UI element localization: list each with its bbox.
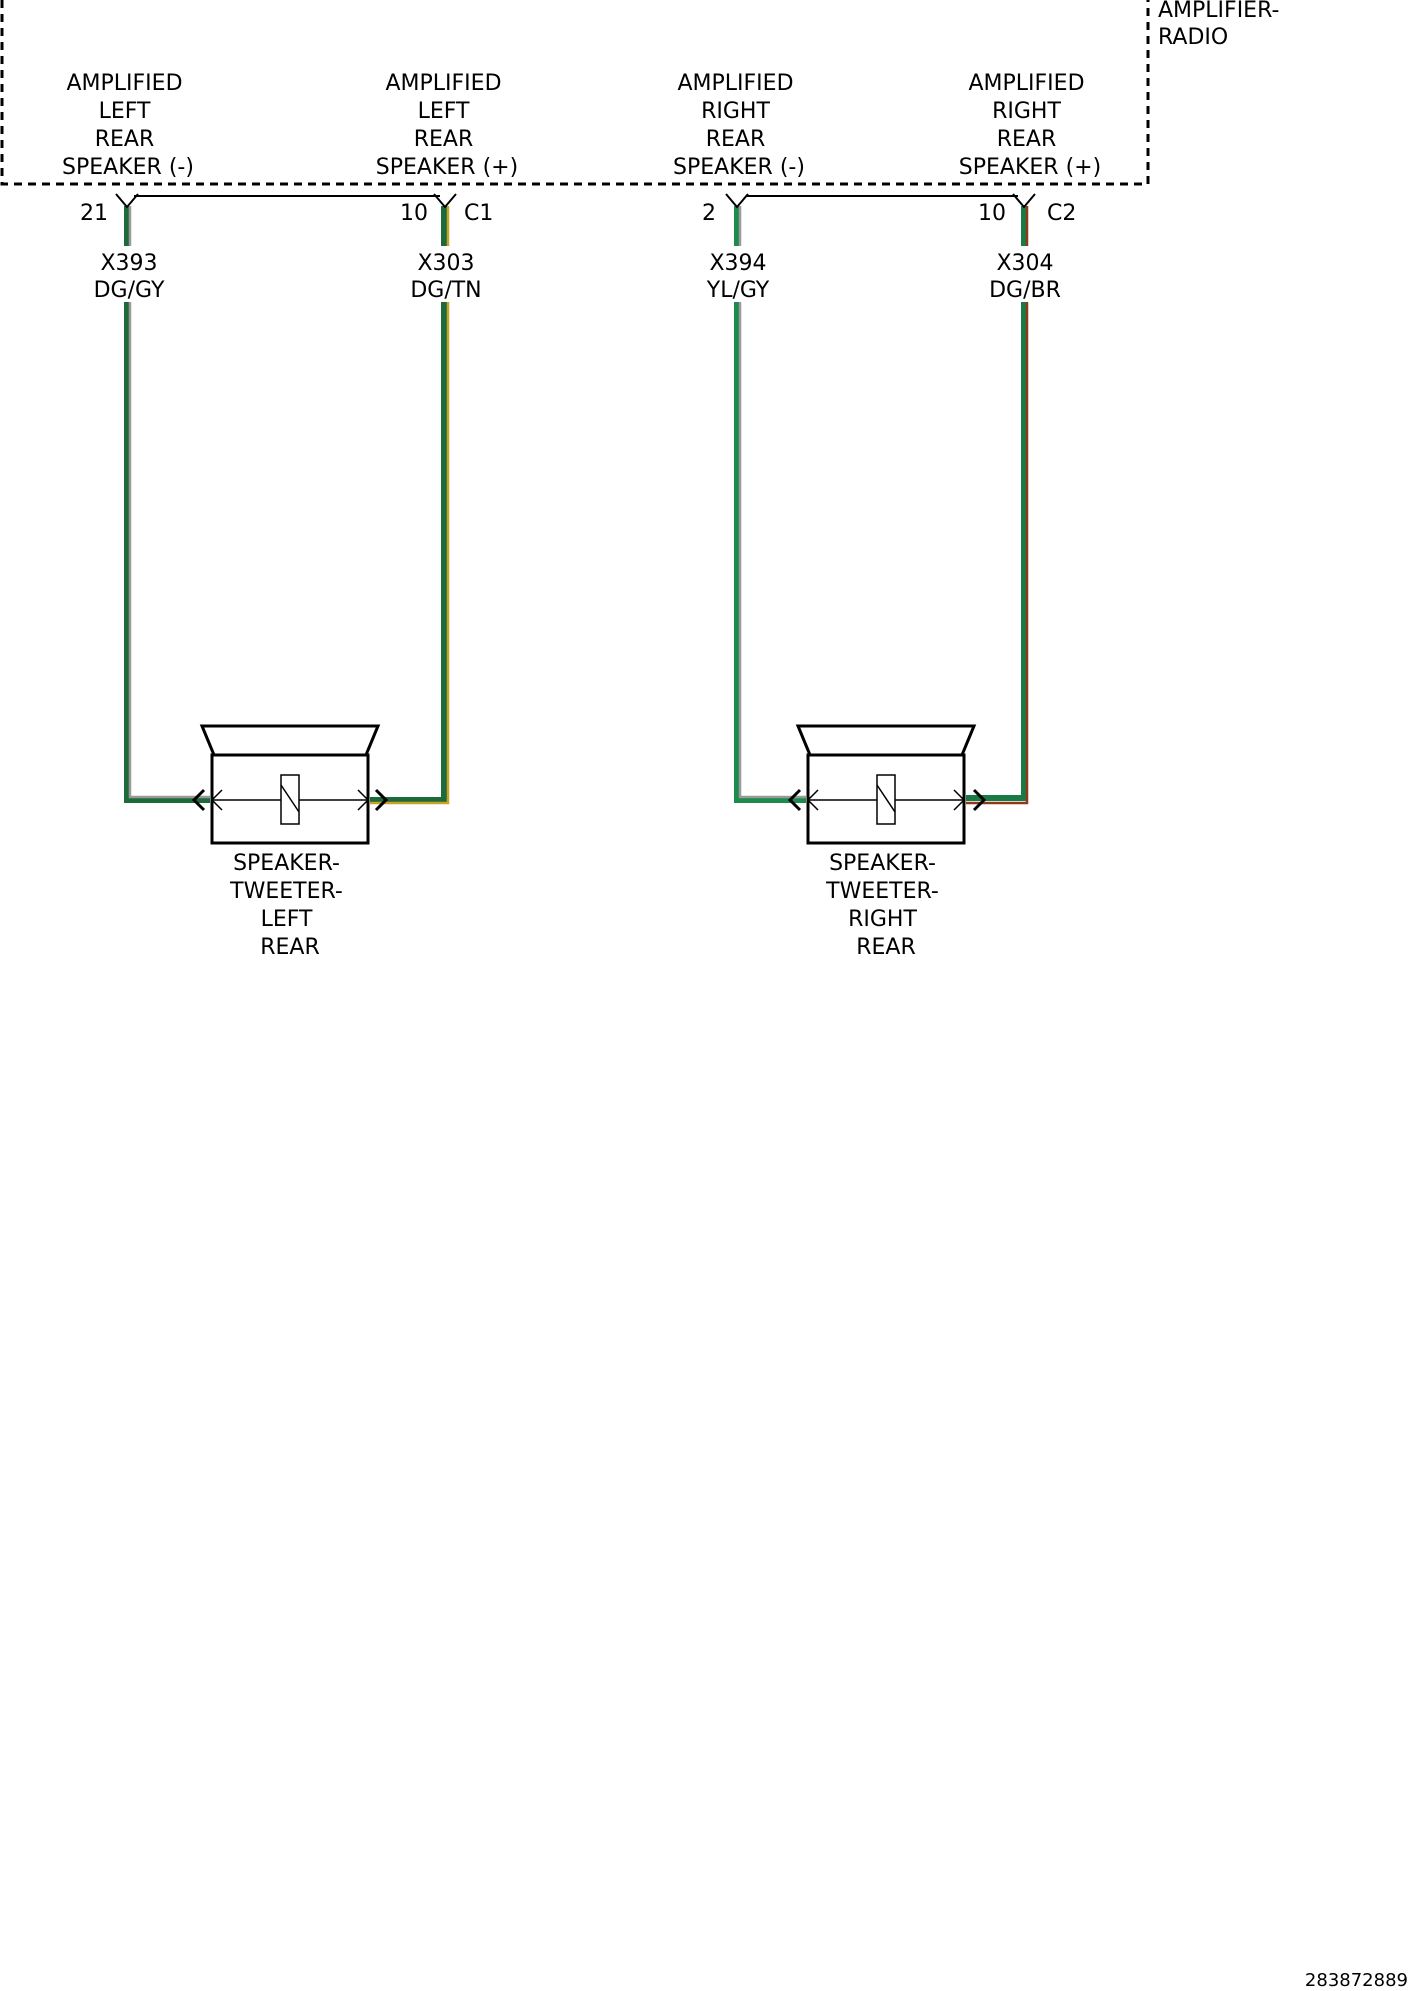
terminal-arrow <box>1012 193 1036 209</box>
module-name-line-1: AMPLIFIER- <box>1158 0 1279 23</box>
pin-number: 2 <box>702 201 716 226</box>
circuit-2-function-line: AMPLIFIED <box>385 71 501 96</box>
terminal-arrow <box>115 193 139 209</box>
component-name-line: SPEAKER- <box>233 851 340 876</box>
component-name-line: SPEAKER- <box>829 851 936 876</box>
pin-number: 10 <box>400 201 428 226</box>
component-name-line: RIGHT <box>848 907 917 932</box>
wire-color-code: DG/GY <box>94 278 165 303</box>
label-knockout <box>90 246 170 302</box>
speaker-tweeter-left-rear-symbol <box>191 724 389 845</box>
circuit-2-function-line: SPEAKER (+) <box>376 155 518 180</box>
connector-id: C1 <box>464 201 493 226</box>
circuit-3-function-line: RIGHT <box>701 99 770 124</box>
component-name-left: SPEAKER- TWEETER- LEFT REAR <box>229 851 350 960</box>
label-knockout <box>696 246 782 302</box>
wire-color-code: DG/TN <box>410 278 481 303</box>
wire-x393 <box>124 206 210 803</box>
circuit-3-function-label: AMPLIFIED RIGHT REAR SPEAKER (-) <box>673 71 805 180</box>
circuit-3-function-line: SPEAKER (-) <box>673 155 805 180</box>
circuit-2-function-line: REAR <box>414 127 474 152</box>
circuit-number: X393 <box>100 251 157 276</box>
speaker-coil-slash <box>280 784 300 813</box>
terminal-arrow <box>357 789 370 811</box>
speaker-cone <box>795 724 977 757</box>
terminal-arrow <box>972 788 987 812</box>
terminal-arrow <box>374 788 389 812</box>
label-knockout <box>984 246 1066 302</box>
circuit-2-function-label: AMPLIFIED LEFT REAR SPEAKER (+) <box>376 71 518 180</box>
wire-x394 <box>734 206 806 803</box>
pin-number: 21 <box>80 201 108 226</box>
circuit-3-function-line: REAR <box>706 127 766 152</box>
terminal-arrow <box>725 193 749 209</box>
circuit-number: X304 <box>996 251 1053 276</box>
terminal-arrow <box>210 789 223 811</box>
wire-x304 <box>966 206 1029 805</box>
wire-color-code: DG/BR <box>989 278 1061 303</box>
pin-number: 10 <box>978 201 1006 226</box>
circuit-1-function-line: LEFT <box>99 99 151 124</box>
circuit-2-function-line: LEFT <box>418 99 470 124</box>
component-name-line: REAR <box>856 935 916 960</box>
terminal-arrow <box>806 789 819 811</box>
circuit-3-function-line: AMPLIFIED <box>677 71 793 96</box>
component-name-line: TWEETER- <box>825 879 939 904</box>
amplifier-radio-outline <box>0 0 1150 186</box>
circuit-1-function-line: REAR <box>95 127 155 152</box>
module-name: AMPLIFIER- RADIO <box>1158 0 1286 50</box>
connector-id: C2 <box>1047 201 1076 226</box>
terminal-arrow <box>787 788 802 812</box>
component-name-line: REAR <box>260 935 320 960</box>
label-knockout <box>400 246 492 302</box>
circuit-1-function-line: SPEAKER (-) <box>62 155 194 180</box>
circuit-4-function-line: AMPLIFIED <box>968 71 1084 96</box>
terminal-arrow <box>191 788 206 812</box>
wire-x303 <box>370 206 450 805</box>
circuit-1-function-line: AMPLIFIED <box>66 71 182 96</box>
circuit-4-function-line: REAR <box>997 127 1057 152</box>
circuit-4-function-label: AMPLIFIED RIGHT REAR SPEAKER (+) <box>959 71 1101 180</box>
speaker-tweeter-right-rear-symbol <box>787 724 987 845</box>
terminal-arrow <box>433 193 457 209</box>
document-id: 283872889 <box>1305 1970 1408 1991</box>
circuit-number: X394 <box>709 251 766 276</box>
module-name-line-2: RADIO <box>1158 25 1228 50</box>
terminal-arrow <box>953 789 966 811</box>
circuit-number: X303 <box>417 251 474 276</box>
speaker-cone <box>199 724 381 757</box>
circuit-4-function-line: RIGHT <box>992 99 1061 124</box>
component-name-right: SPEAKER- TWEETER- RIGHT REAR <box>825 851 946 960</box>
wire-color-code: YL/GY <box>706 278 770 303</box>
component-name-line: LEFT <box>261 907 313 932</box>
circuit-1-function-label: AMPLIFIED LEFT REAR SPEAKER (-) <box>62 71 194 180</box>
speaker-coil-slash <box>876 784 896 813</box>
component-name-line: TWEETER- <box>229 879 343 904</box>
circuit-4-function-line: SPEAKER (+) <box>959 155 1101 180</box>
